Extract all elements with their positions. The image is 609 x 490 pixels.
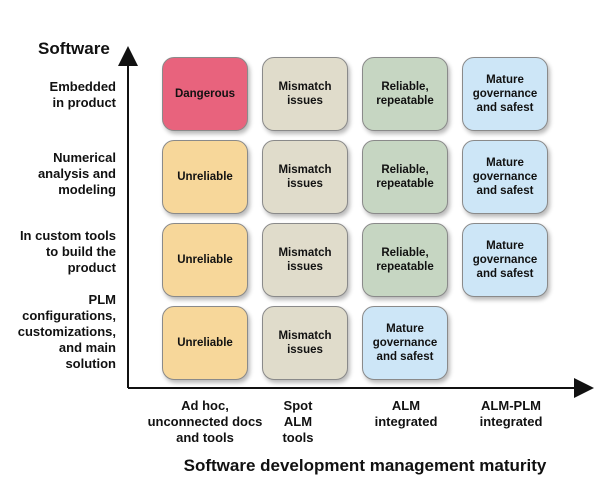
cell-r1-c3: Reliable, repeatable [362, 57, 448, 131]
cell-r4-c1: Unreliable [162, 306, 248, 380]
cell-r4-c2: Mismatch issues [262, 306, 348, 380]
cell-r2-c1: Unreliable [162, 140, 248, 214]
column-label-alm-plm: ALM-PLM integrated [479, 398, 543, 429]
column-label-ad-hoc: Ad hoc, unconnected docs and tools [147, 398, 263, 445]
y-axis-title: Software [38, 39, 110, 58]
cell-r4-c3: Mature governance and safest [362, 306, 448, 380]
row-label-embedded: Embedded in product [49, 79, 116, 110]
x-axis-title: Software development management maturity [183, 456, 547, 475]
row-label-numerical: Numerical analysis and modeling [37, 150, 116, 197]
row-label-custom-tools: In custom tools to build the product [19, 228, 116, 275]
cell-r3-c2: Mismatch issues [262, 223, 348, 297]
cell-r3-c4: Mature governance and safest [462, 223, 548, 297]
cell-r2-c2: Mismatch issues [262, 140, 348, 214]
cell-r1-c2: Mismatch issues [262, 57, 348, 131]
cell-r3-c1: Unreliable [162, 223, 248, 297]
column-label-spot-alm: Spot ALM tools [282, 398, 314, 445]
column-label-alm-integrated: ALM integrated [374, 398, 438, 429]
cell-r1-c4: Mature governance and safest [462, 57, 548, 131]
row-label-plm: PLM configurations, customizations, and … [17, 292, 116, 371]
cell-r2-c4: Mature governance and safest [462, 140, 548, 214]
cell-r2-c3: Reliable, repeatable [362, 140, 448, 214]
cell-r1-c1: Dangerous [162, 57, 248, 131]
cell-r3-c3: Reliable, repeatable [362, 223, 448, 297]
